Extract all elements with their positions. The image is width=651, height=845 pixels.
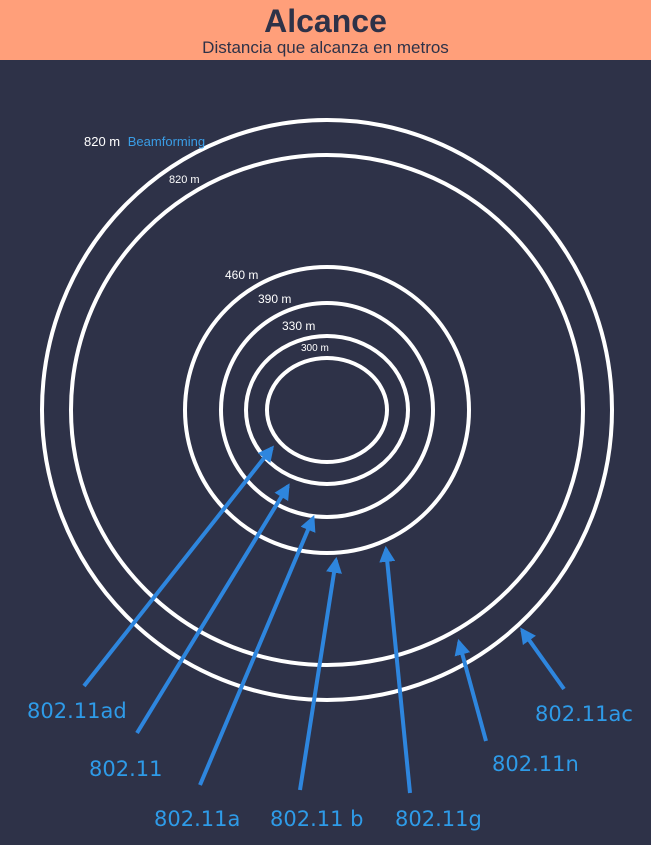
beamforming-label: Beamforming [128,134,205,149]
header-banner: Alcance Distancia que alcanza en metros [0,0,651,60]
ring-label-300m: 300 m [301,343,329,354]
arrow-802-11ad [82,445,274,688]
ring-460m [183,265,471,555]
ring-label-460m: 460 m [225,268,258,282]
ring-label-390m: 390 m [258,292,291,306]
label-802-11n: 802.11n [492,752,579,776]
label-802-11g: 802.11g [395,807,482,831]
label-802-11ac: 802.11ac [535,702,633,726]
label-802-11: 802.11 [89,757,162,781]
range-diagram: 820 m Beamforming 820 m 460 m 390 m 330 … [27,118,633,831]
arrow-802-11n [454,638,488,742]
ring-300m [265,356,389,464]
ring-820m-beamforming [40,118,614,702]
page-subtitle: Distancia que alcanza en metros [202,38,449,57]
ring-label-330m: 330 m [282,319,315,333]
label-802-11a: 802.11a [154,807,240,831]
arrow-802-11g [379,545,412,794]
arrow-802-11b [298,556,342,791]
arrow-802-11ac [520,627,566,691]
arrow-802-11a [198,515,316,786]
ring-390m [219,301,435,519]
ring-label-820m-outer: 820 m [84,134,120,149]
ring-label-820m: 820 m [169,174,200,186]
arrow-802-11 [135,483,290,735]
ring-330m [244,334,410,486]
ring-820m [69,153,585,667]
page-title: Alcance [264,3,387,39]
ring-label-820m-beamforming: 820 m Beamforming [84,134,205,149]
label-802-11b: 802.11 b [270,807,364,831]
label-802-11ad: 802.11ad [27,699,127,723]
